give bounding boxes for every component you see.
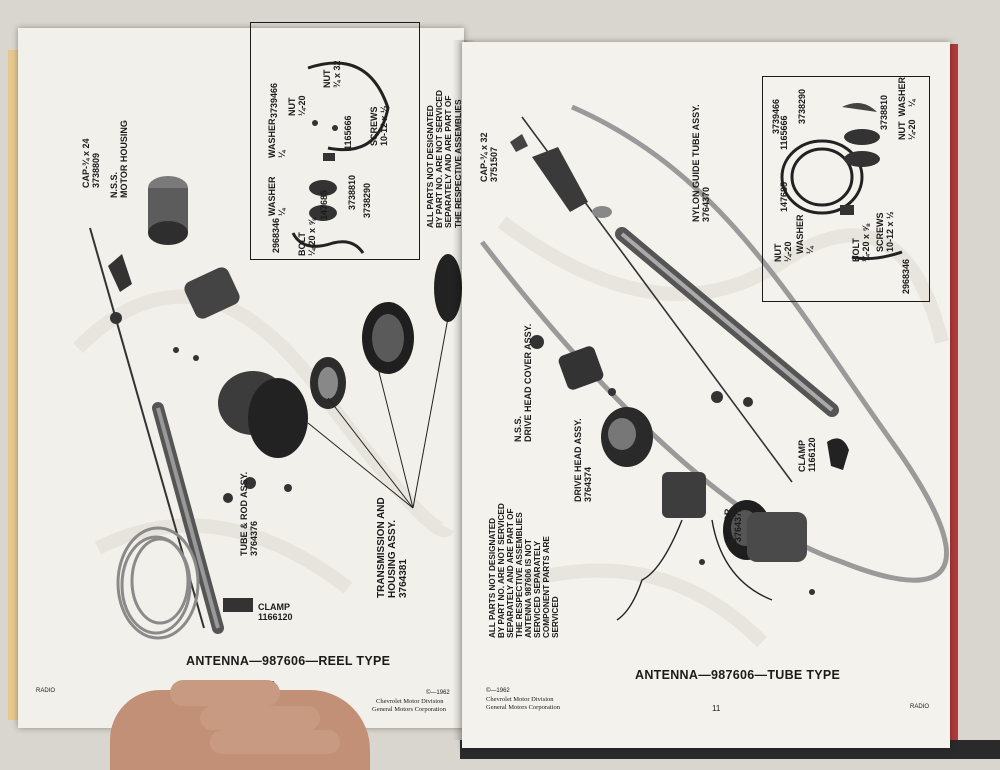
label-motor: MOTOR 3764372 bbox=[723, 506, 743, 542]
inset-label-nut-small: NUT ¾ x 32 bbox=[322, 60, 342, 88]
right-page-number: 11 bbox=[712, 704, 721, 713]
label-clamp: CLAMP 1166120 bbox=[797, 437, 817, 472]
hardware-inset-right bbox=[762, 76, 930, 302]
inset-label-nut-top: NUT ¼-20 bbox=[287, 95, 307, 116]
label-drive-head-assy: DRIVE HEAD ASSY. 3764374 bbox=[573, 418, 593, 502]
inset-label-2968346: 2968346 bbox=[271, 217, 281, 253]
right-footer-radio: RADIO bbox=[910, 704, 930, 710]
inset-label-washer1: WASHER ¼ bbox=[267, 176, 287, 216]
right-note-text: ALL PARTS NOT DESIGNATED BY PART NO. ARE… bbox=[488, 503, 561, 638]
tube-type-exploded-diagram bbox=[480, 103, 949, 647]
inset-label-nut-washer: NUT WASHER ¼-20 ¼ bbox=[897, 77, 917, 140]
inset-label-1165666: 1165666 bbox=[343, 115, 353, 150]
right-copyright: ©—1962 bbox=[486, 688, 510, 694]
right-company-line2: General Motors Corporation bbox=[486, 704, 561, 711]
hand-photo bbox=[110, 680, 370, 770]
label-nss-motor-housing: N.S.S. MOTOR HOUSING bbox=[109, 120, 129, 198]
book-cover-right bbox=[948, 44, 958, 744]
inset-label-3738810: 3738810 bbox=[347, 174, 357, 210]
inset-label-washer2: WASHER ¼ bbox=[267, 118, 287, 158]
inset-label-screws: SCREWS 10-12 x ½ bbox=[875, 211, 895, 252]
label-tube-rod-assy: TUBE & ROD ASSY. 3764376 bbox=[239, 471, 259, 556]
label-nylon-guide-tube: NYLON GUIDE TUBE ASSY. 3764370 bbox=[691, 104, 711, 222]
left-company-line2: General Motors Corporation bbox=[372, 706, 447, 713]
label-clamp: CLAMP 1166120 bbox=[258, 602, 293, 622]
right-page-caption: ANTENNA—987606—TUBE TYPE bbox=[635, 668, 841, 682]
left-copyright: ©—1962 bbox=[426, 690, 450, 696]
label-cap: CAP-¾ x 24 3738809 bbox=[81, 138, 101, 188]
inset-label-bolt: BOLT ¼-20 x ⅝ bbox=[297, 217, 317, 256]
inset-label-3738290: 3738290 bbox=[362, 182, 372, 218]
inset-label-washer: WASHER ¼ bbox=[795, 214, 815, 254]
inset-label-2968346: 2968346 bbox=[901, 258, 911, 294]
inset-label-3739466: 3739466 bbox=[269, 82, 279, 118]
inset-label-3738810: 3738810 bbox=[879, 94, 889, 130]
label-nss-drive-head-cover: N.S.S. DRIVE HEAD COVER ASSY. bbox=[513, 323, 533, 442]
right-page: 3739466 3738290 1165666 3738810 NUT WASH… bbox=[462, 42, 950, 748]
left-footer-radio: RADIO bbox=[36, 688, 56, 694]
inset-label-nut: NUT ¼-20 bbox=[773, 241, 793, 262]
reel-type-exploded-diagram bbox=[73, 61, 462, 640]
label-transmission: TRANSMISSION AND HOUSING ASSY. 3764381 bbox=[376, 497, 409, 598]
inset-label-147685: 147685 bbox=[779, 181, 789, 212]
inset-label-screws: SCREWS 10-12 x ½ bbox=[369, 105, 389, 146]
label-cap: CAP-¾ x 32 3751507 bbox=[479, 132, 499, 182]
right-company-line1: Chevrolet Motor Division bbox=[486, 696, 554, 703]
inset-label-3738290: 3738290 bbox=[797, 88, 807, 124]
inset-label-147685: 147685 bbox=[319, 189, 329, 220]
inset-label-1165666: 1165666 bbox=[779, 115, 789, 150]
inset-label-bolt: BOLT ¼-20 x ⅝ bbox=[851, 223, 871, 262]
left-page-caption: ANTENNA—987606—REEL TYPE bbox=[186, 654, 391, 668]
hardware-inset-left bbox=[250, 22, 420, 260]
left-page: WASHER ¼ 3739466 WASHER ¼ NUT ¼-20 NUT ¾… bbox=[18, 22, 464, 728]
left-company-line1: Chevrolet Motor Division bbox=[376, 698, 444, 705]
